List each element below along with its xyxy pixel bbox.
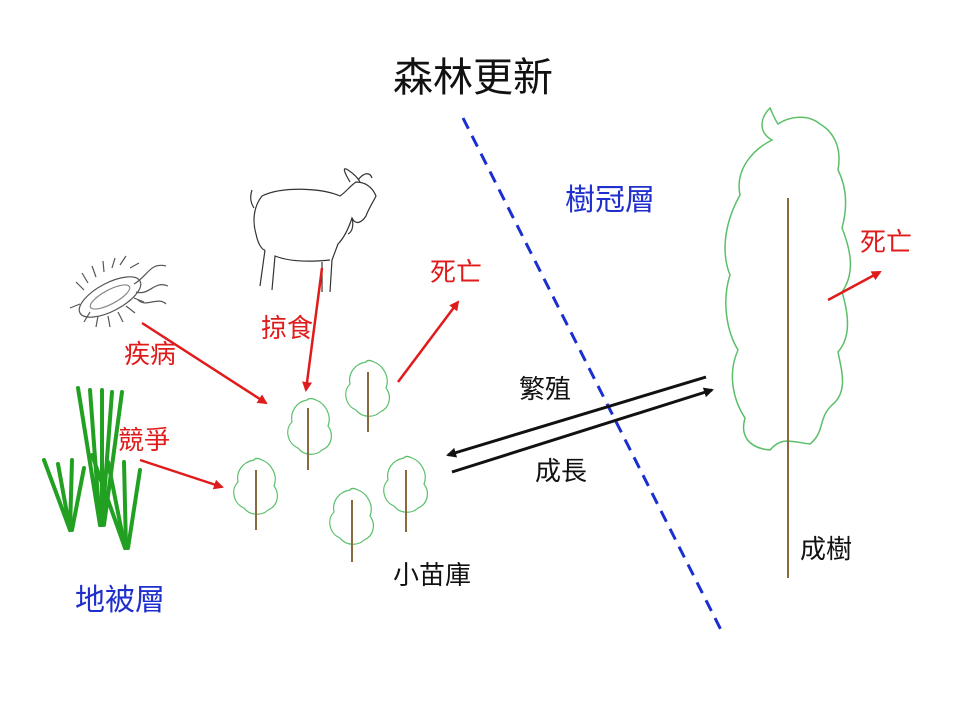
page-title: 森林更新 <box>393 55 553 101</box>
reproduction-label: 繁殖 <box>519 375 572 405</box>
sapling-icon <box>287 397 332 470</box>
tree-icon <box>724 106 852 578</box>
sapling-icon <box>233 457 278 530</box>
ground-layer-label: 地被層 <box>75 583 165 618</box>
competition-arrow <box>139 458 224 490</box>
growth-label: 成長 <box>535 457 588 487</box>
tree-death-label: 死亡 <box>860 228 913 258</box>
seedling-death-label: 死亡 <box>430 258 483 288</box>
bacterium-icon <box>69 255 169 328</box>
grass-icon <box>42 386 142 550</box>
mature-tree-label: 成樹 <box>800 535 853 565</box>
layer-divider <box>461 117 724 633</box>
sapling-icon <box>383 455 428 532</box>
seedling-bank-label: 小苗庫 <box>393 561 472 591</box>
canopy-layer-label: 樹冠層 <box>565 183 655 218</box>
competition-label: 競爭 <box>118 426 171 456</box>
seedling-death-arrow <box>397 300 460 383</box>
sapling-icon <box>345 359 390 432</box>
disease-label: 疾病 <box>124 340 177 370</box>
goat-icon <box>250 168 377 293</box>
predation-label: 掠食 <box>261 314 314 344</box>
predation-arrow <box>302 267 324 392</box>
growth-arrow <box>451 387 714 474</box>
sapling-icon <box>329 487 374 562</box>
tree-death-arrow <box>827 270 882 302</box>
disease-arrow <box>141 321 268 405</box>
reproduction-arrow <box>446 375 707 458</box>
